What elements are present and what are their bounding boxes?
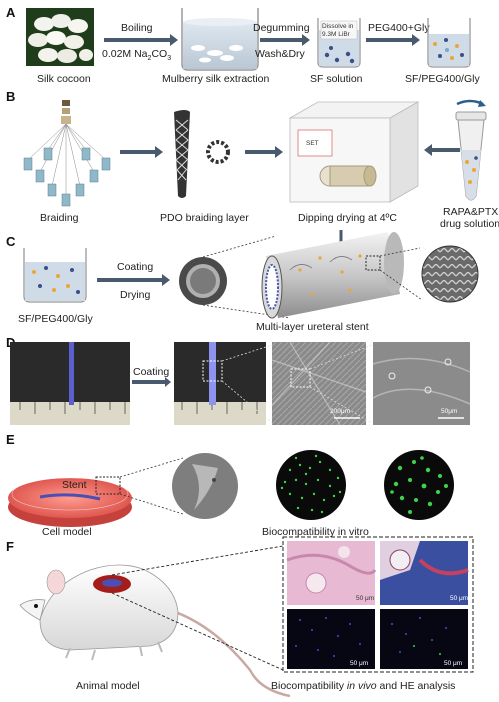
drug-line2: drug solution xyxy=(440,218,499,230)
masson-stain-image: 50 μm xyxy=(380,541,469,605)
stent-label-e: Stent xyxy=(62,479,87,491)
stent-cross-section-sem xyxy=(179,257,227,305)
na2co3-label: 0.02M Na2CO3 xyxy=(102,48,171,62)
culture-dish xyxy=(8,476,132,527)
animal-model-label: Animal model xyxy=(76,680,140,692)
wash-dry-label: Wash&Dry xyxy=(255,48,306,60)
sf-peg-gly-label-a: SF/PEG400/Gly xyxy=(405,73,480,85)
arrow-c1 xyxy=(97,274,170,286)
silk-cocoon-photo xyxy=(26,8,94,66)
coating-label-c: Coating xyxy=(117,261,153,273)
beaker-coating xyxy=(23,248,87,303)
coated-stent-photo xyxy=(174,342,266,425)
arrow-b2 xyxy=(245,146,283,158)
histology-frame xyxy=(282,536,474,673)
pdo-braid-icon xyxy=(174,110,230,198)
scale-bar-50um: 50μm xyxy=(441,408,457,415)
degumming-label: Degumming xyxy=(253,22,310,34)
beaker-extraction xyxy=(181,8,259,71)
beaker-sf-solution xyxy=(317,18,361,68)
sem-surface-high-mag: 50μm xyxy=(372,342,471,425)
peg-gly-label: PEG400+Gly xyxy=(368,22,430,34)
fluorescence-vivo-2: 50 μm xyxy=(380,609,468,669)
arrow-b1 xyxy=(120,146,163,158)
braid-weave-sem xyxy=(421,245,479,303)
panel-label-c: C xyxy=(6,234,16,249)
extraction-label: Mulberry silk extraction xyxy=(162,73,270,85)
panel-label-e: E xyxy=(6,432,15,447)
arrow-a3 xyxy=(366,34,420,46)
drying-label: Drying xyxy=(120,289,151,301)
arrow-a2 xyxy=(260,34,310,46)
fluorescence-vivo-1: 50 μm xyxy=(287,609,375,669)
fluorescence-circle-2 xyxy=(384,450,454,520)
sf-peg-gly-label-c: SF/PEG400/Gly xyxy=(18,313,93,325)
fluorescence-circle-1 xyxy=(276,450,346,520)
arrow-a1 xyxy=(104,34,178,46)
scale-he: 50 μm xyxy=(356,595,374,602)
boiling-label: Boiling xyxy=(121,22,153,34)
pdo-layer-label: PDO braiding layer xyxy=(160,212,249,224)
oven-set-button: SET xyxy=(306,140,319,147)
rat-illustration xyxy=(19,564,291,698)
arrow-d1 xyxy=(132,377,171,387)
silk-cocoon-label: Silk cocoon xyxy=(37,73,91,85)
dissolve-line1: Dissolve in xyxy=(322,23,354,30)
dipping-label: Dipping drying at 4ºC xyxy=(298,212,397,224)
coating-label-d: Coating xyxy=(133,366,169,378)
drying-oven-icon: SET xyxy=(288,101,420,203)
scale-masson: 50 μm xyxy=(450,595,468,602)
scale-bar-200um: 200μm xyxy=(330,408,350,415)
stent-label: Multi-layer ureteral stent xyxy=(256,321,369,333)
scale-vivo-1: 50 μm xyxy=(350,660,368,667)
sf-solution-label: SF solution xyxy=(310,73,363,85)
drug-line1: RAPA&PTX xyxy=(443,206,498,218)
arrow-b3 xyxy=(424,144,460,156)
panel-label-a: A xyxy=(6,5,16,20)
uncoated-stent-photo xyxy=(10,342,130,425)
sem-surface-low-mag: 200μm xyxy=(271,341,367,426)
he-stain-image: 50 μm xyxy=(286,541,377,605)
braiding-machine-icon xyxy=(23,100,111,207)
beaker-sf-peg-gly xyxy=(427,18,471,68)
biocompat-vitro-label: Biocompatibility in vitro xyxy=(262,526,369,538)
biocompat-vivo-label: Biocompatibility in vivo and HE analysis xyxy=(271,680,455,692)
cell-sem-circle xyxy=(172,453,238,519)
panel-label-b: B xyxy=(6,89,15,104)
dissolve-line2: 9.3M LiBr xyxy=(322,31,351,38)
panel-label-f: F xyxy=(6,539,14,554)
braiding-label: Braiding xyxy=(40,212,79,224)
cell-model-label: Cell model xyxy=(42,526,92,538)
multilayer-stent-illustration xyxy=(261,232,404,319)
scale-vivo-2: 50 μm xyxy=(444,660,462,667)
drug-tube-icon xyxy=(455,99,487,201)
